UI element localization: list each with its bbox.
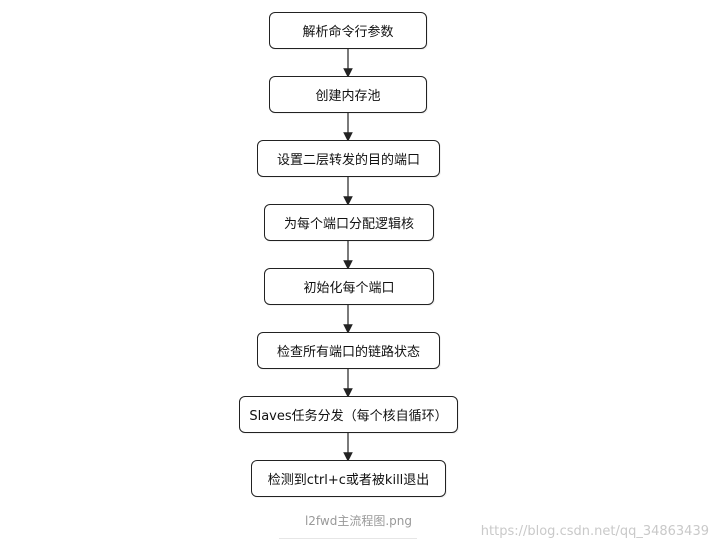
image-caption: l2fwd主流程图.png [304, 514, 413, 528]
step-set-dst-ports: 设置二层转发的目的端口 [257, 140, 440, 177]
step-create-mempool: 创建内存池 [269, 76, 427, 113]
step-exit-on-signal: 检测到ctrl+c或者被kill退出 [251, 460, 446, 497]
watermark: https://blog.csdn.net/qq_34863439 [480, 524, 709, 539]
step-parse-args: 解析命令行参数 [269, 12, 427, 49]
step-init-ports: 初始化每个端口 [264, 268, 434, 305]
step-assign-lcores: 为每个端口分配逻辑核 [264, 204, 434, 241]
step-slaves-dispatch: Slaves任务分发（每个核自循环） [239, 396, 458, 433]
step-check-link-status: 检查所有端口的链路状态 [257, 332, 440, 369]
caption-underline [279, 538, 417, 539]
